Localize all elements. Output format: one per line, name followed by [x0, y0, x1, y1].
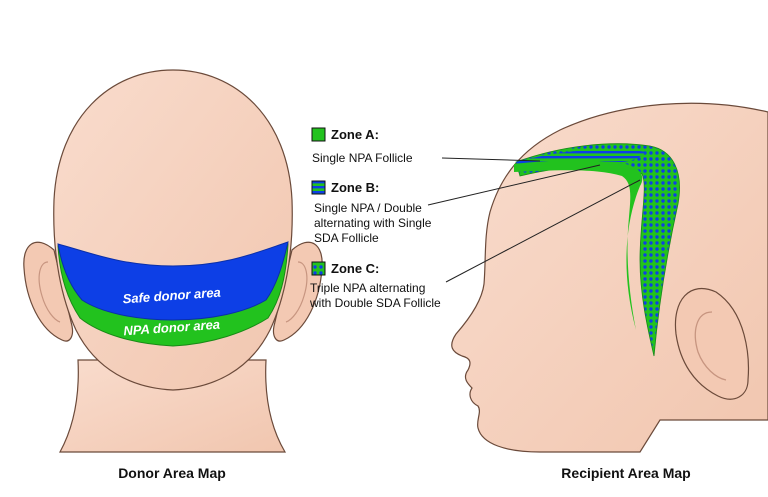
recipient-head-illustration [451, 102, 768, 453]
zone-c-desc-line-1: Triple NPA alternating [310, 281, 425, 295]
donor-right-ear [272, 241, 323, 342]
zone-c-swatch [311, 261, 326, 276]
zone-c-title: Zone C: [331, 261, 379, 276]
zone-c-desc-line-2: with Double SDA Follicle [309, 296, 441, 310]
zone-b-title: Zone B: [331, 180, 379, 195]
zone-b-desc-line-1: Single NPA / Double [314, 201, 422, 215]
safe-donor-area [57, 241, 289, 321]
safe-donor-area-label: Safe donor area [122, 285, 221, 307]
donor-left-ear [23, 241, 74, 342]
zone-c-leader-line [445, 179, 641, 283]
zone-b-swatch [311, 180, 326, 195]
zone-b-desc-line-3: SDA Follicle [314, 231, 379, 245]
zone-a-desc: Single NPA Follicle [312, 151, 413, 165]
zone-legend: Zone A: Single NPA Follicle Zone B: Sing… [309, 127, 441, 310]
zone-a-region [514, 160, 643, 330]
donor-neck [58, 359, 287, 453]
donor-caption: Donor Area Map [118, 465, 226, 481]
zone-a-swatch [311, 127, 326, 142]
recipient-caption: Recipient Area Map [561, 465, 690, 481]
npa-donor-area-label: NPA donor area [123, 317, 221, 339]
zone-b-desc-line-2: alternating with Single [314, 216, 432, 230]
recipient-ear [674, 287, 749, 400]
zone-a-leader-line [441, 157, 541, 162]
donor-head-illustration: Safe donor area NPA donor area [23, 69, 323, 453]
zone-a-title: Zone A: [331, 127, 379, 142]
zone-b-leader-line [427, 164, 601, 206]
